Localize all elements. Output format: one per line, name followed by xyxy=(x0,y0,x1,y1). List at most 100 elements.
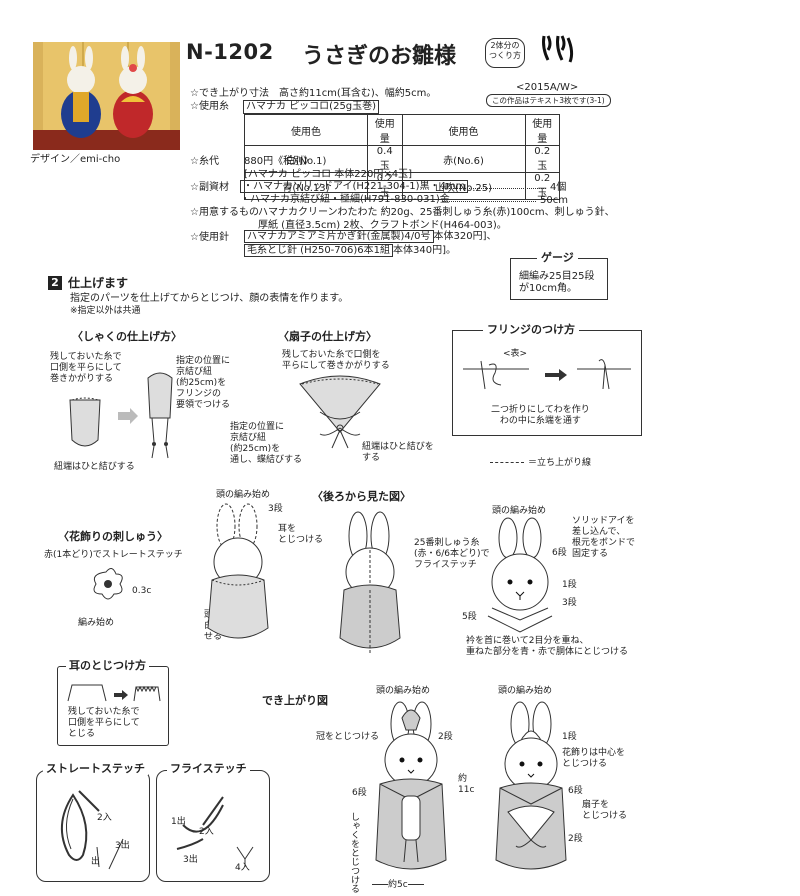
face-r3: 3段 xyxy=(562,598,577,608)
needle-label: ☆使用針 xyxy=(190,232,229,243)
material-eyes: ・ハマナカソリッドアイ(H221-304-1)黒・4mm xyxy=(240,180,469,193)
straight-in2: 2入 xyxy=(97,813,112,823)
fly-stitch-diagram xyxy=(176,796,254,867)
materials-label: ☆副資材 xyxy=(190,182,229,193)
face-collar-note: 衿を首に巻いて2目分を重ね、 重ねた部分を青・赤で胴体にとじつける xyxy=(466,636,629,657)
finished-start2: 頭の編み始め xyxy=(498,686,553,696)
material-eyes-leader xyxy=(442,188,546,189)
fringe-title: フリンジのつけ方 xyxy=(483,323,579,336)
shaku-note2: 指定の位置に 京結び紐 (約25cm)を フリンジの 要領でつける xyxy=(176,356,231,410)
product-code: N-1202 xyxy=(186,40,274,64)
yarn-table-header: 使用色 xyxy=(401,114,526,146)
finished-height: 約 11c xyxy=(458,774,475,795)
yarn-label: ☆使用糸 xyxy=(190,101,229,112)
fan-note2: 指定の位置に 京結び紐 (約25cm)を 通し、蝶結びする xyxy=(230,422,303,465)
needle-hook: ハマナカアミアミ片かぎ針(金属製)4/0号 xyxy=(244,230,434,243)
material-cord-qty: 50cm xyxy=(540,195,568,206)
face-thread-note: 25番刺しゅう糸 (赤・6/6本どり)で フライステッチ xyxy=(414,538,490,570)
body-rows3: 3段 xyxy=(268,504,283,514)
material-cord-leader xyxy=(442,201,536,202)
finished-width: 約5c xyxy=(372,880,424,891)
price: 880円《税別》 xyxy=(244,156,314,167)
price-detail: [ハマナカ ピッコロ 本体220円×4玉] xyxy=(244,169,412,180)
finished-diagram-male xyxy=(375,701,447,870)
face-r1: 1段 xyxy=(562,580,577,590)
fly-in2: 2入 xyxy=(199,827,214,837)
finished-width-text: 約5c xyxy=(388,880,408,890)
finished-start1: 頭の編み始め xyxy=(376,686,431,696)
fan-note3: 紐端はひと結びを する xyxy=(362,442,434,463)
finished-fan-note: 扇子を とじつける xyxy=(582,800,628,821)
table-cell: 赤(No.6) xyxy=(401,145,526,173)
price-label: ☆糸代 xyxy=(190,156,219,167)
fan-title: 〈扇子の仕上げ方〉 xyxy=(278,330,377,343)
ear-attach-note: 残しておいた糸で 口側を平らにして とじる xyxy=(68,707,140,739)
gauge-box: ゲージ 細編み25目25段 が10cm角。 xyxy=(510,251,608,300)
finished-r6: 6段 xyxy=(352,788,367,798)
body-start: 頭の編み始め xyxy=(216,490,271,500)
shaku-note1: 残しておいた糸で 口側を平らにして 巻きかがりする xyxy=(50,352,122,384)
edition-label: <2015A/W> xyxy=(516,82,579,93)
product-photo xyxy=(33,42,180,150)
finished-title: でき上がり図 xyxy=(262,694,328,707)
body-diagram xyxy=(207,503,269,639)
fringe-box: フリンジのつけ方 <表> 二つ折りにしてわを作り わの中に糸端を通す xyxy=(452,323,642,436)
fly-out3: 3出 xyxy=(183,855,198,865)
finished-diagram-female xyxy=(495,701,567,870)
body-ear-note: 耳を とじつける xyxy=(278,524,324,545)
fly-stitch-box: フライステッチ 1出 2入 3出 4入 xyxy=(156,762,270,882)
tools-label: ☆用意するもの xyxy=(190,207,259,218)
finished-r1: 1段 xyxy=(562,732,577,742)
table-cell: 山吹(No.25) xyxy=(401,172,526,200)
hamanaka-logo-icon xyxy=(540,34,576,68)
straight-stitch-title: ストレートステッチ xyxy=(43,762,148,775)
face-diagram xyxy=(487,517,553,633)
section-desc2: ※指定以外は共通 xyxy=(70,306,141,316)
ear-attach-title: 耳のとじつけ方 xyxy=(66,659,149,672)
yarn-name: ハマナカ ピッコロ(25g玉巻) xyxy=(243,100,380,114)
page-title: うさぎのお雛様 xyxy=(302,44,457,69)
fan-diagram xyxy=(299,375,381,449)
designer-credit: デザイン／emi-cho xyxy=(30,154,121,165)
face-start: 頭の編み始め xyxy=(492,506,547,516)
material-eyes-name: ・ハマナカソリッドアイ(H221-304-1)黒・4mm xyxy=(240,180,469,193)
face-r5: 5段 xyxy=(462,612,477,622)
straight-stitch-diagram xyxy=(60,790,124,870)
gauge-text2: が10cm角。 xyxy=(519,283,577,294)
tools-line1: ハマナカクリーンわたわた 約20g、25番刺しゅう糸(赤)100cm、刺しゅう針… xyxy=(258,207,615,218)
finished-shaku-note: しゃくをとじつける xyxy=(349,812,359,893)
ear-attach-box: 耳のとじつけ方 残しておいた糸で 口側を平らにして とじる xyxy=(57,659,169,746)
face-r6: 6段 xyxy=(552,548,567,558)
needle-hook-price: 本体320円]、 xyxy=(433,231,497,242)
back-view-title: 〈後ろから見た図〉 xyxy=(312,490,411,503)
flower-title: 〈花飾りの刺しゅう〉 xyxy=(58,530,168,543)
material-eyes-qty: 4個 xyxy=(550,182,567,193)
finished-size: ☆でき上がり寸法 高さ約11cm(耳含む)、幅約5cm。 xyxy=(190,88,437,99)
gauge-title: ゲージ xyxy=(537,251,578,264)
rise-line-legend: ＝立ち上がり線 xyxy=(490,458,591,469)
yarn-table-header: 使用量 xyxy=(524,114,560,146)
ear-attach-diagram xyxy=(67,684,161,702)
rise-line-legend-text: ＝立ち上がり線 xyxy=(528,458,592,468)
flower-start: 編み始め xyxy=(78,618,115,628)
table-cell: 0.2玉 xyxy=(524,172,560,200)
fringe-note: 二つ折りにしてわを作り わの中に糸端を通す xyxy=(491,405,590,426)
flower-diagram xyxy=(93,568,123,600)
yarn-table-header: 使用色 xyxy=(244,114,368,146)
straight-stitch-box: ストレートステッチ 2入 3出 出 xyxy=(36,762,150,882)
table-cell: 青(No.13) xyxy=(244,172,368,200)
fringe-label: <表> xyxy=(503,349,528,359)
finished-r2c: 2段 xyxy=(568,834,583,844)
shaku-diagram xyxy=(69,372,173,459)
yarn-table-header-row: 使用色 使用量 使用色 使用量 xyxy=(244,114,560,146)
finished-crown: 冠をとじつける xyxy=(316,732,380,742)
table-cell: 0.2玉 xyxy=(367,172,403,200)
material-cord: ・ハマナカ京結び紐・極細(H791-830-031)金 xyxy=(240,194,450,205)
piece-count-badge: 2体分の つくり方 xyxy=(485,38,525,68)
needle-tapestry-price: 本体340円]。 xyxy=(393,245,457,256)
back-view-diagram xyxy=(339,511,401,654)
face-eye-note: ソリッドアイを 差し込んで、 根元をボンドで 固定する xyxy=(572,516,636,559)
section-number: 2 xyxy=(48,275,62,290)
tools-line2: 厚紙 (直径3.5cm) 2枚、クラフトボンド(H464-003)。 xyxy=(258,220,507,231)
